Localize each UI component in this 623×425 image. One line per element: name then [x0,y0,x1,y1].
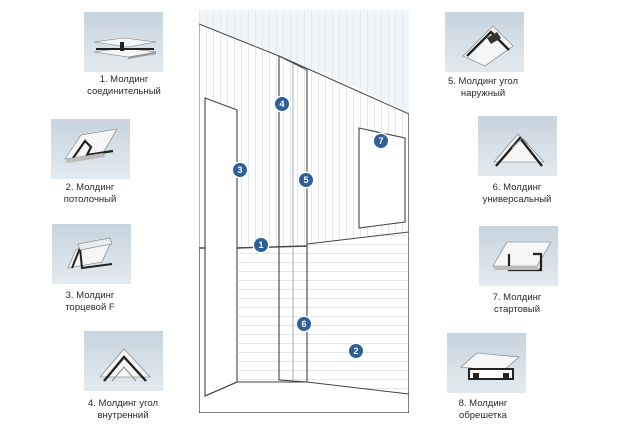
end-f-molding-icon [52,224,131,284]
connecting-molding-icon [84,12,163,72]
ceiling-molding-icon [51,119,130,179]
badge-2: 2 [349,344,363,358]
badge-1: 1 [254,238,268,252]
badge-3: 3 [233,163,247,177]
room-illustration [198,9,410,414]
badge-4: 4 [275,97,289,111]
batten-molding-icon [447,333,526,393]
badge-7: 7 [374,134,388,148]
starter-molding-icon [479,226,558,286]
outer-corner-molding-icon [445,12,524,72]
badge-6: 6 [297,317,311,331]
badge-5: 5 [299,173,313,187]
universal-molding-icon [478,116,557,176]
inner-corner-molding-icon [84,331,163,391]
